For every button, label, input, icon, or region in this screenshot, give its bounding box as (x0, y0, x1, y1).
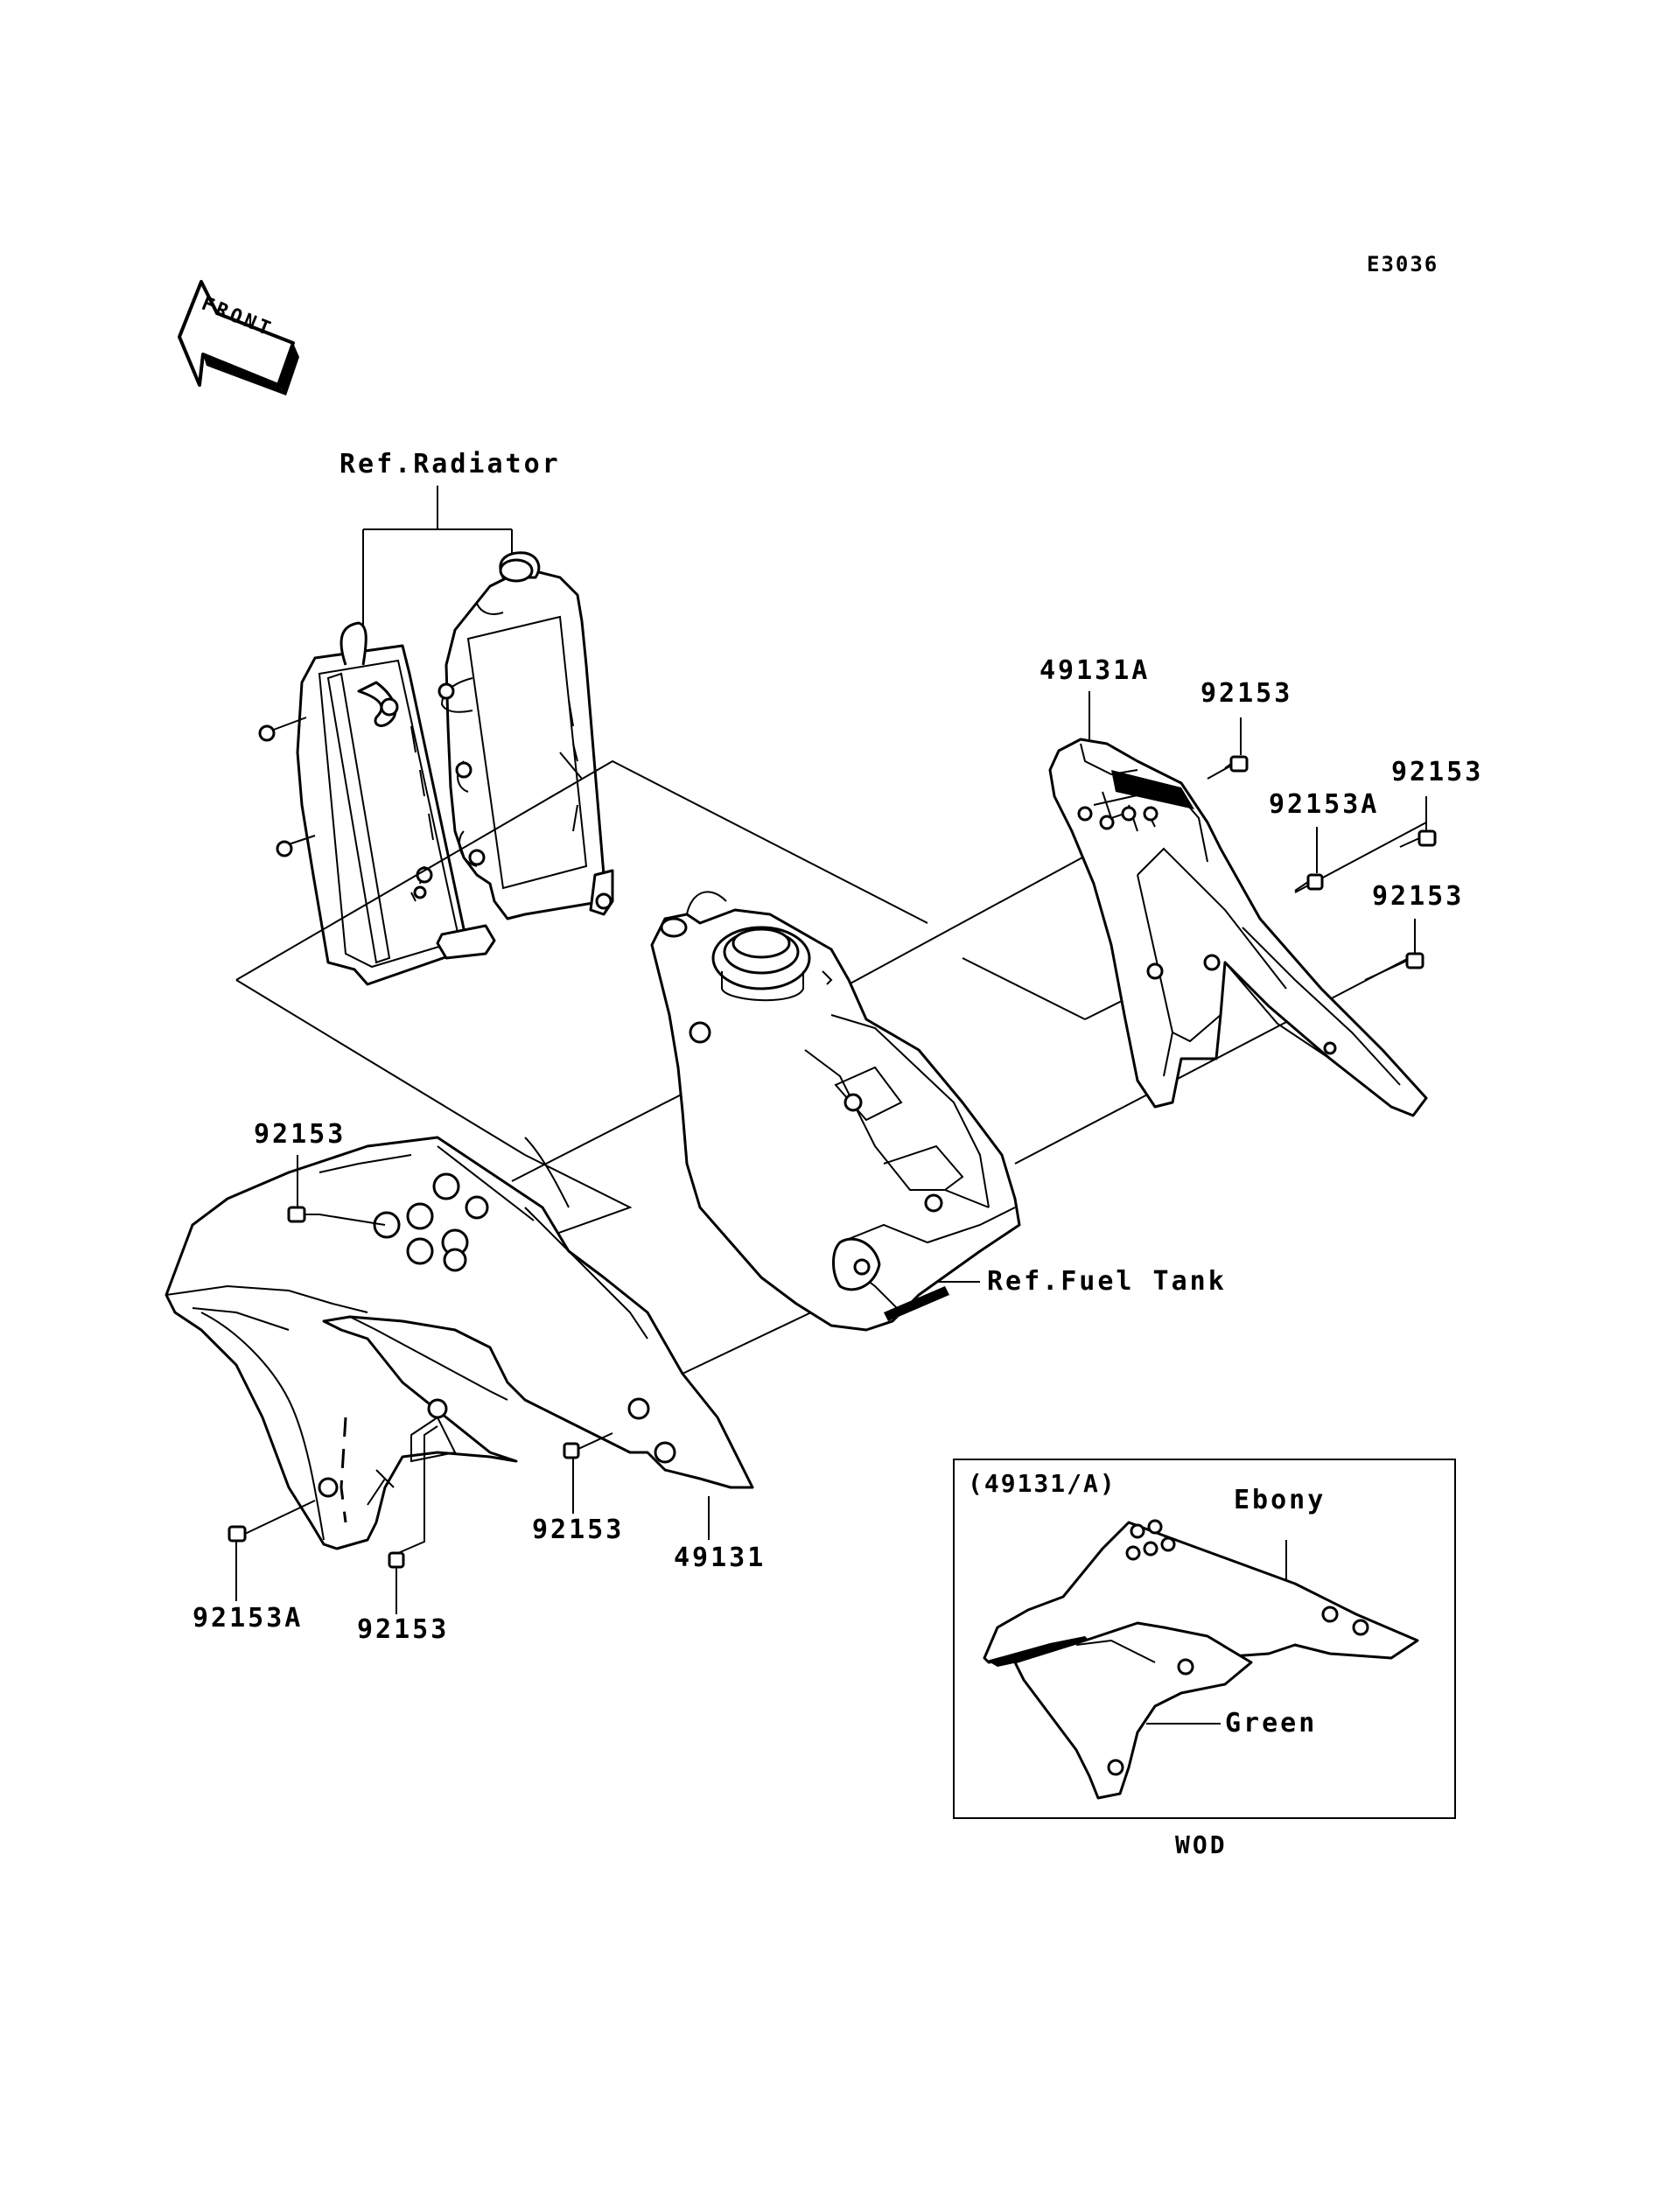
inset-shroud (983, 1519, 1419, 1800)
label-ref-radiator: Ref.Radiator (340, 449, 561, 479)
shroud-left-49131 (164, 1136, 754, 1550)
label-part-92153-top: 92153 (1200, 678, 1293, 709)
bolt-92153-3-icon (1405, 952, 1424, 969)
label-part-92153-left: 92153 (254, 1119, 346, 1150)
inset-box (953, 1459, 1456, 1819)
label-part-92153A-bottom: 92153A (192, 1603, 304, 1634)
shroud-right-49131A (1048, 738, 1428, 1117)
leader-92153-r2b (1364, 960, 1408, 981)
label-part-92153-mid: 92153 (532, 1515, 625, 1545)
bolt-92153-1-icon (1224, 755, 1249, 773)
diagram-code: E3036 (1367, 252, 1439, 276)
label-part-49131: 49131 (674, 1543, 766, 1573)
bolt-92153-2-icon (1418, 829, 1437, 847)
inset-color-green: Green (1225, 1708, 1318, 1739)
leader-92153-r1b (1399, 837, 1420, 848)
bolt-92153-5-icon (563, 1432, 613, 1514)
bolt-92153-6-icon (388, 1425, 438, 1614)
bolt-92153A-2-icon (228, 1500, 316, 1601)
label-part-92153-right-2: 92153 (1372, 881, 1465, 912)
fuel-tank (650, 891, 1021, 1332)
label-part-92153-right-1: 92153 (1391, 757, 1484, 787)
radiator-left (258, 621, 496, 986)
front-arrow-icon (178, 280, 299, 395)
bolt-92153A-1-icon (1294, 873, 1324, 892)
inset-model-code: WOD (1175, 1830, 1228, 1859)
label-part-92153A-top: 92153A (1269, 789, 1380, 820)
inset-color-ebony: Ebony (1234, 1485, 1326, 1515)
bolt-92153-4-icon (287, 1155, 386, 1226)
radiator-right (438, 551, 614, 920)
label-part-92153-bottom: 92153 (357, 1614, 450, 1645)
inset-title: (49131/A) (968, 1469, 1116, 1498)
label-part-49131A: 49131A (1040, 655, 1151, 686)
label-ref-fuel-tank: Ref.Fuel Tank (987, 1266, 1227, 1297)
